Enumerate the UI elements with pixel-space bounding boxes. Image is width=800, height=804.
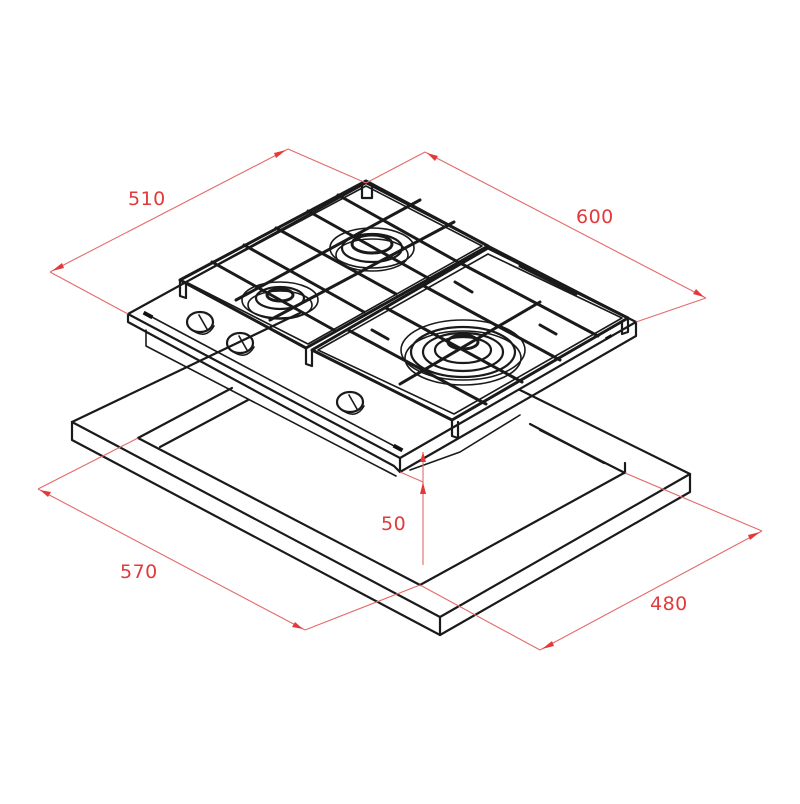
- dimension-label-480: 480: [650, 593, 688, 615]
- burners: [241, 227, 526, 386]
- control-knob-3: [335, 390, 365, 415]
- dimension-50: [399, 452, 426, 565]
- countertop: [70, 311, 692, 637]
- dimension-label-510: 510: [128, 188, 166, 210]
- dimension-600: [365, 151, 707, 323]
- hob: [126, 181, 638, 477]
- dimension-480: [419, 472, 763, 651]
- dimension-label-600: 600: [576, 206, 614, 228]
- control-knob-1: [185, 310, 215, 335]
- dimension-label-570: 570: [120, 561, 158, 583]
- control-knob-2: [225, 331, 255, 356]
- grate-left: [178, 179, 490, 368]
- dimension-510: [49, 148, 367, 315]
- dimension-label-50: 50: [381, 513, 407, 535]
- grate-right: [310, 246, 630, 440]
- grates: [178, 179, 630, 440]
- control-knobs: [185, 310, 365, 415]
- dimension-570: [37, 437, 421, 631]
- dimension-lines: [37, 148, 763, 651]
- burner-wok: [400, 319, 526, 386]
